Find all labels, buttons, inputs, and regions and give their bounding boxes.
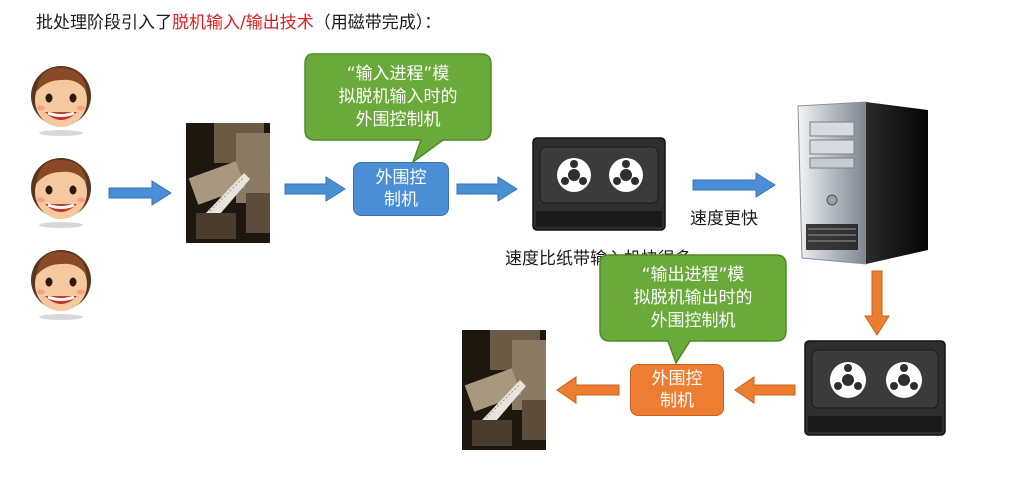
arrow-left-icon: [734, 376, 796, 404]
arrow-right-icon: [692, 172, 776, 198]
callout-output-line3: 外围控制机: [650, 310, 736, 331]
arrow-right-icon: [456, 176, 518, 202]
input-process-callout: “输入进程”模 拟脱机输入时的 外围控制机: [306, 56, 490, 138]
title-suffix: （用磁带完成）：: [313, 13, 442, 33]
callout-input-line2: 拟脱机输入时的: [338, 86, 458, 107]
user-face-icon: [31, 250, 91, 320]
arrow-right-icon: [108, 180, 172, 206]
magnetic-tape-icon: [804, 340, 946, 436]
callout-output-line2: 拟脱机输出时的: [633, 287, 753, 308]
output-controller-label-line2: 制机: [660, 391, 694, 411]
output-process-callout: “输出进程”模 拟脱机输出时的 外围控制机: [601, 257, 785, 339]
input-peripheral-controller: 外围控 制机: [353, 162, 449, 216]
input-controller-label-line1: 外围控: [375, 168, 427, 188]
user-face-icon: [31, 66, 91, 136]
output-peripheral-controller: 外围控 制机: [630, 364, 724, 416]
arrow-down-icon: [864, 270, 890, 336]
arrow-left-icon: [556, 376, 620, 404]
user-face-icon: [31, 158, 91, 228]
output-process-callout-shape: [599, 254, 787, 365]
output-controller-label-line1: 外围控: [651, 369, 703, 389]
callout-input-line3: 外围控制机: [355, 109, 441, 130]
input-process-callout-shape: [304, 53, 492, 164]
callout-output-line1: “输出进程”模: [641, 264, 745, 285]
speed-faster-label: 速度更快: [690, 209, 758, 229]
computer-tower-icon: [797, 101, 928, 265]
magnetic-tape-icon: [532, 137, 666, 231]
paper-tape-output-image: [462, 330, 546, 450]
slide-title: 批处理阶段引入了脱机输入/输出技术（用磁带完成）：: [36, 8, 441, 33]
paper-tape-reader-image: [186, 123, 270, 243]
callout-input-line1: “输入进程”模: [346, 63, 450, 84]
title-prefix: 批处理阶段引入了: [36, 13, 172, 33]
title-highlight: 脱机输入/输出技术: [172, 13, 314, 33]
arrow-right-icon: [284, 176, 346, 202]
input-controller-label-line2: 制机: [384, 190, 418, 210]
